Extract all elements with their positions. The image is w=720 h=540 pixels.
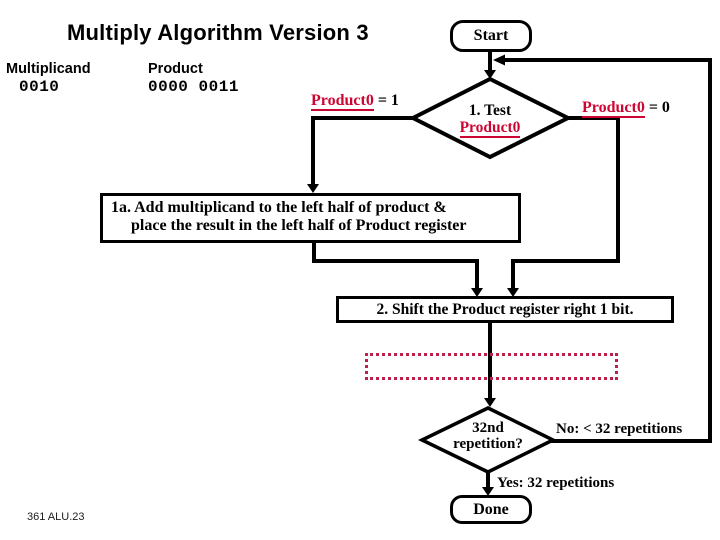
branch-left-label: Product0 = 1 (311, 91, 399, 111)
done-label: Done (473, 500, 509, 518)
connector-branch-right (511, 116, 620, 289)
done-node: Done (450, 495, 532, 524)
slide-footer: 361 ALU.23 (27, 511, 85, 523)
arrowhead-into-box1a (307, 184, 319, 193)
decision1-line1: 1. Test (468, 102, 512, 119)
decision2-text: 32nd repetition? (428, 420, 548, 452)
product-label: Product (148, 61, 203, 77)
page-title: Multiply Algorithm Version 3 (67, 20, 369, 45)
decision1-line2: Product0 (459, 119, 521, 138)
connector-branch-left (311, 116, 415, 185)
box2-label: 2. Shift the Product register right 1 bi… (376, 300, 634, 318)
decision2-line2: repetition? (453, 436, 523, 452)
branch-left-black: = 1 (373, 92, 399, 109)
yes-branch-label: Yes: 32 repetitions (497, 475, 615, 491)
arrowhead-into-box2-right (507, 288, 519, 297)
branch-right-black: = 0 (644, 99, 670, 116)
branch-right-label: Product0 = 0 (582, 98, 670, 118)
connector-box1a-to-box2 (312, 240, 479, 289)
arrowhead-into-decision1 (484, 70, 496, 79)
start-node: Start (450, 20, 532, 52)
box1a-line1: 1a. Add multiplicand to the left half of… (111, 199, 447, 216)
decision2-diamond (417, 406, 557, 474)
decision1-diamond (408, 76, 573, 160)
process-box-2: 2. Shift the Product register right 1 bi… (336, 296, 674, 323)
process-box-1a: 1a. Add multiplicand to the left half of… (100, 193, 521, 243)
placeholder-dotted-box (365, 353, 618, 380)
connector-no-feedback (502, 58, 712, 443)
product-value: 0000 0011 (148, 78, 239, 96)
arrowhead-into-done (482, 487, 494, 496)
no-branch-label: No: < 32 repetitions (556, 421, 683, 437)
branch-right-red: Product0 (582, 99, 645, 118)
branch-left-red: Product0 (311, 92, 374, 111)
arrowhead-feedback (493, 54, 505, 66)
arrowhead-into-decision2 (484, 398, 496, 407)
multiplicand-value: 0010 (19, 78, 60, 96)
decision2-line1: 32nd (472, 420, 504, 436)
arrowhead-into-box2-left (471, 288, 483, 297)
start-label: Start (473, 27, 509, 44)
multiplicand-label: Multiplicand (6, 61, 91, 77)
box1a-line2: place the result in the left half of Pro… (131, 217, 467, 234)
decision1-text: 1. Test Product0 (425, 102, 555, 138)
